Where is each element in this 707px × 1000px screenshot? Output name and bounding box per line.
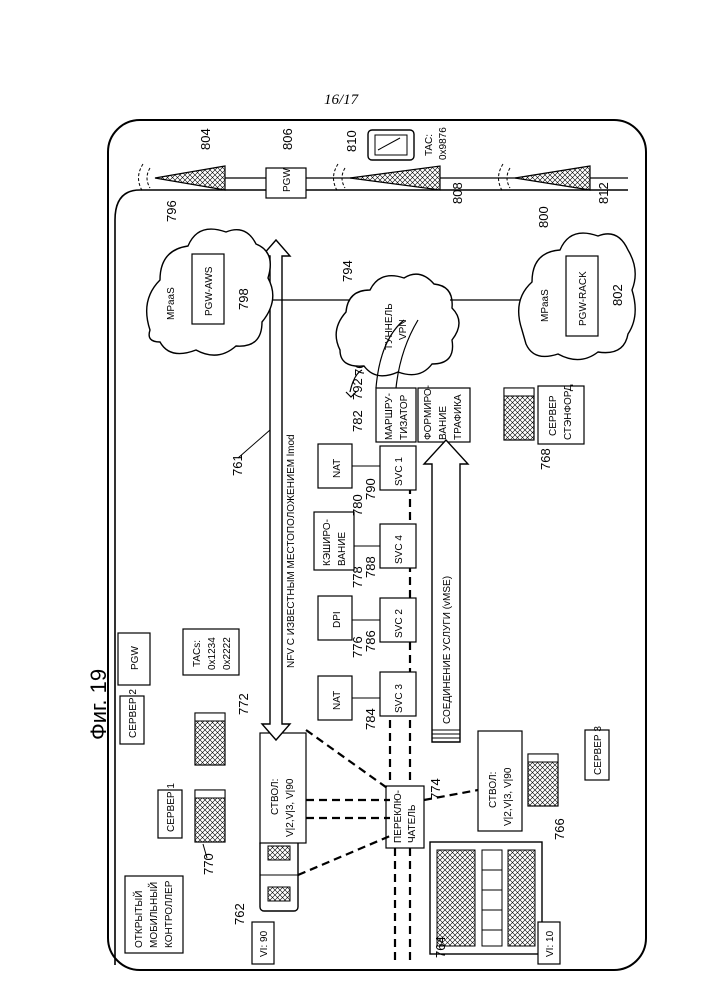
server-768-icon xyxy=(504,388,534,440)
tacs-value-1: 0x1234 xyxy=(207,637,218,670)
ref-800: 800 xyxy=(536,206,551,228)
tacs-value-2: 0x2222 xyxy=(222,637,233,670)
ref-782: 782 xyxy=(350,410,365,432)
server-766-icon xyxy=(528,754,558,806)
svc3-label: SVC 3 xyxy=(394,684,405,713)
ref-792: 792 xyxy=(350,378,365,400)
router-label-2: ТИЗАТОР xyxy=(399,394,410,440)
server-772-icon xyxy=(195,713,225,765)
mpaas-rack-label: MPaaS xyxy=(540,289,551,322)
tacs-title: TACs: xyxy=(192,640,203,667)
dpi-label: DPI xyxy=(332,611,343,628)
mobile-phone-810-icon xyxy=(368,130,414,160)
caching-label-1: КЭШИРО- xyxy=(322,519,333,566)
controller-label-2: МОБИЛЬНЫЙ xyxy=(147,882,160,948)
server-770-icon xyxy=(195,790,225,842)
svc4-label: SVC 4 xyxy=(394,535,405,564)
controller-label-1: ОТКРЫТЫЙ xyxy=(132,891,145,948)
pgw-aws-label: PGW-AWS xyxy=(204,266,215,316)
nat-a-label: NAT xyxy=(332,691,343,710)
svc1-label: SVC 1 xyxy=(394,457,405,486)
ref-806: 806 xyxy=(280,128,295,150)
ref-810: 810 xyxy=(344,130,359,152)
router-box xyxy=(376,388,416,442)
phone-tac-label: TAC: xyxy=(424,134,435,156)
stanford-label-box xyxy=(538,386,584,444)
mpaas-aws-label: MPaaS xyxy=(166,287,177,320)
nfv-arrow-label: NFV С ИЗВЕСТНЫМ МЕСТОПОЛОЖЕНИЕМ lmod xyxy=(286,434,297,668)
pgw-left-label: PGW xyxy=(130,646,141,670)
vpn-label-1: ТУННЕЛЬ xyxy=(384,303,395,350)
ref-772: 772 xyxy=(236,693,251,715)
base-station-762-icon xyxy=(260,839,298,911)
service-arrow-label: СОЕДИНЕНИЕ УСЛУГИ (vMSE) xyxy=(442,576,453,724)
ref-770: 770 xyxy=(201,853,216,875)
pgw-rack-label: PGW-RACK xyxy=(578,271,589,326)
trunk-bottom-box xyxy=(478,731,522,831)
trunk-bottom-label-1: СТВОЛ: xyxy=(488,772,499,808)
controller-label-3: КОНТРОЛЛЕР xyxy=(164,880,175,948)
vi90-label: VI: 90 xyxy=(259,930,270,957)
server1-label: СЕРВЕР 1 xyxy=(166,783,177,832)
ref-808: 808 xyxy=(450,182,465,204)
trunk-top-box xyxy=(260,733,306,843)
trunk-top-label-2: V|2,V|3, V|90 xyxy=(285,778,296,837)
ref-798: 798 xyxy=(236,288,251,310)
server3-label: СЕРВЕР 3 xyxy=(593,726,604,775)
nat-b-label: NAT xyxy=(332,459,343,478)
pgw-right-label: PGW xyxy=(282,168,293,192)
ref-788: 788 xyxy=(363,556,378,578)
shaping-label-1: ФОРМИРО- xyxy=(423,385,434,440)
ref-802: 802 xyxy=(610,284,625,306)
ref-764: 764 xyxy=(433,936,448,958)
vi10-label: VI: 10 xyxy=(545,930,556,957)
ref-761: 761 xyxy=(230,454,245,476)
trunk-top-label-1: СТВОЛ: xyxy=(270,779,281,815)
ref-768: 768 xyxy=(538,448,553,470)
router-label-1: МАРШРУ- xyxy=(384,393,395,440)
ref-786: 786 xyxy=(363,630,378,652)
ref-762: 762 xyxy=(232,903,247,925)
switch-label-2: ЧАТЕЛЬ xyxy=(407,804,418,843)
shaping-label-2: ВАНИЕ xyxy=(438,406,449,440)
stanford-label-2: СТЭНФОРД xyxy=(563,384,574,440)
switch-label-1: ПЕРЕКЛЮ- xyxy=(393,790,404,843)
shaping-label-3: ТРАФИКА xyxy=(453,394,464,440)
caching-label-2: ВАНИЕ xyxy=(337,532,348,566)
switch-box xyxy=(386,786,424,848)
ref-790: 790 xyxy=(363,478,378,500)
ref-794: 794 xyxy=(340,260,355,282)
caching-box xyxy=(314,512,354,570)
trunk-bottom-label-2: V|2,V|3, V|90 xyxy=(503,767,514,826)
ref-784: 784 xyxy=(363,708,378,730)
ref-812: 812 xyxy=(596,182,611,204)
ref-766: 766 xyxy=(552,818,567,840)
vpn-label-2: VPN xyxy=(398,319,409,340)
phone-tac-value: 0x9876 xyxy=(438,127,449,160)
cell-tower-804-icon xyxy=(139,164,226,192)
server2-label: СЕРВЕР 2 xyxy=(128,689,139,738)
ref-796: 796 xyxy=(164,200,179,222)
ref-804: 804 xyxy=(198,128,213,150)
figure-title: Фиг. 19 xyxy=(86,669,111,740)
stanford-label-1: СЕРВЕР xyxy=(548,395,559,436)
svc2-label: SVC 2 xyxy=(394,609,405,638)
